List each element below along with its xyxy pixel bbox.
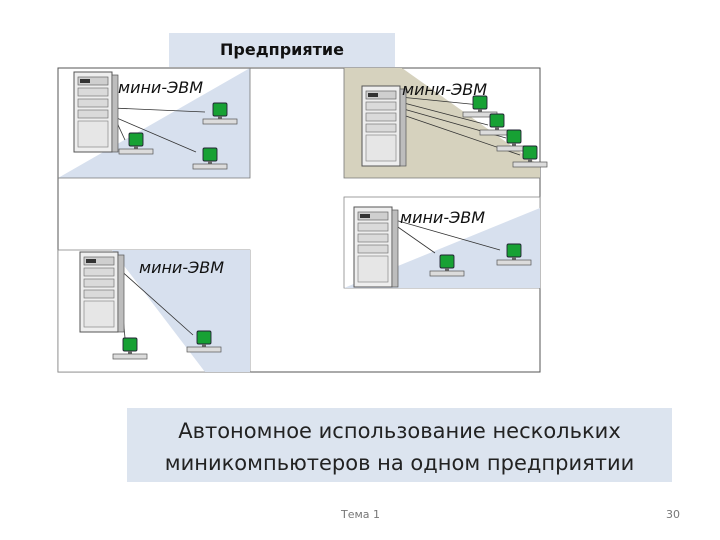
server-icon (361, 85, 407, 167)
caption-background (127, 408, 672, 482)
network-diagram (57, 67, 548, 373)
region-bottom-left-label: мини-ЭВМ (139, 258, 225, 277)
footer-topic: Тема 1 (341, 508, 381, 521)
region-middle-right-label: мини-ЭВМ (400, 208, 486, 227)
server-icon (353, 206, 399, 288)
region-top-right-border (343, 68, 540, 179)
caption-line-1: Автономное использование нескольких (178, 419, 621, 443)
server-icon (73, 71, 119, 153)
caption: Автономное использование нескольких мини… (127, 415, 672, 479)
region-top-left-border (58, 68, 251, 179)
caption-line-2: миникомпьютеров на одном предприятии (164, 451, 635, 475)
page-number: 30 (666, 508, 680, 521)
region-top-left-label: мини-ЭВМ (118, 78, 204, 97)
shade-bottom-left (112, 250, 250, 372)
region-top-right-label: мини-ЭВМ (402, 80, 488, 99)
server-icon (79, 251, 125, 333)
title-background (169, 33, 395, 67)
diagram-title: Предприятие (220, 40, 344, 59)
